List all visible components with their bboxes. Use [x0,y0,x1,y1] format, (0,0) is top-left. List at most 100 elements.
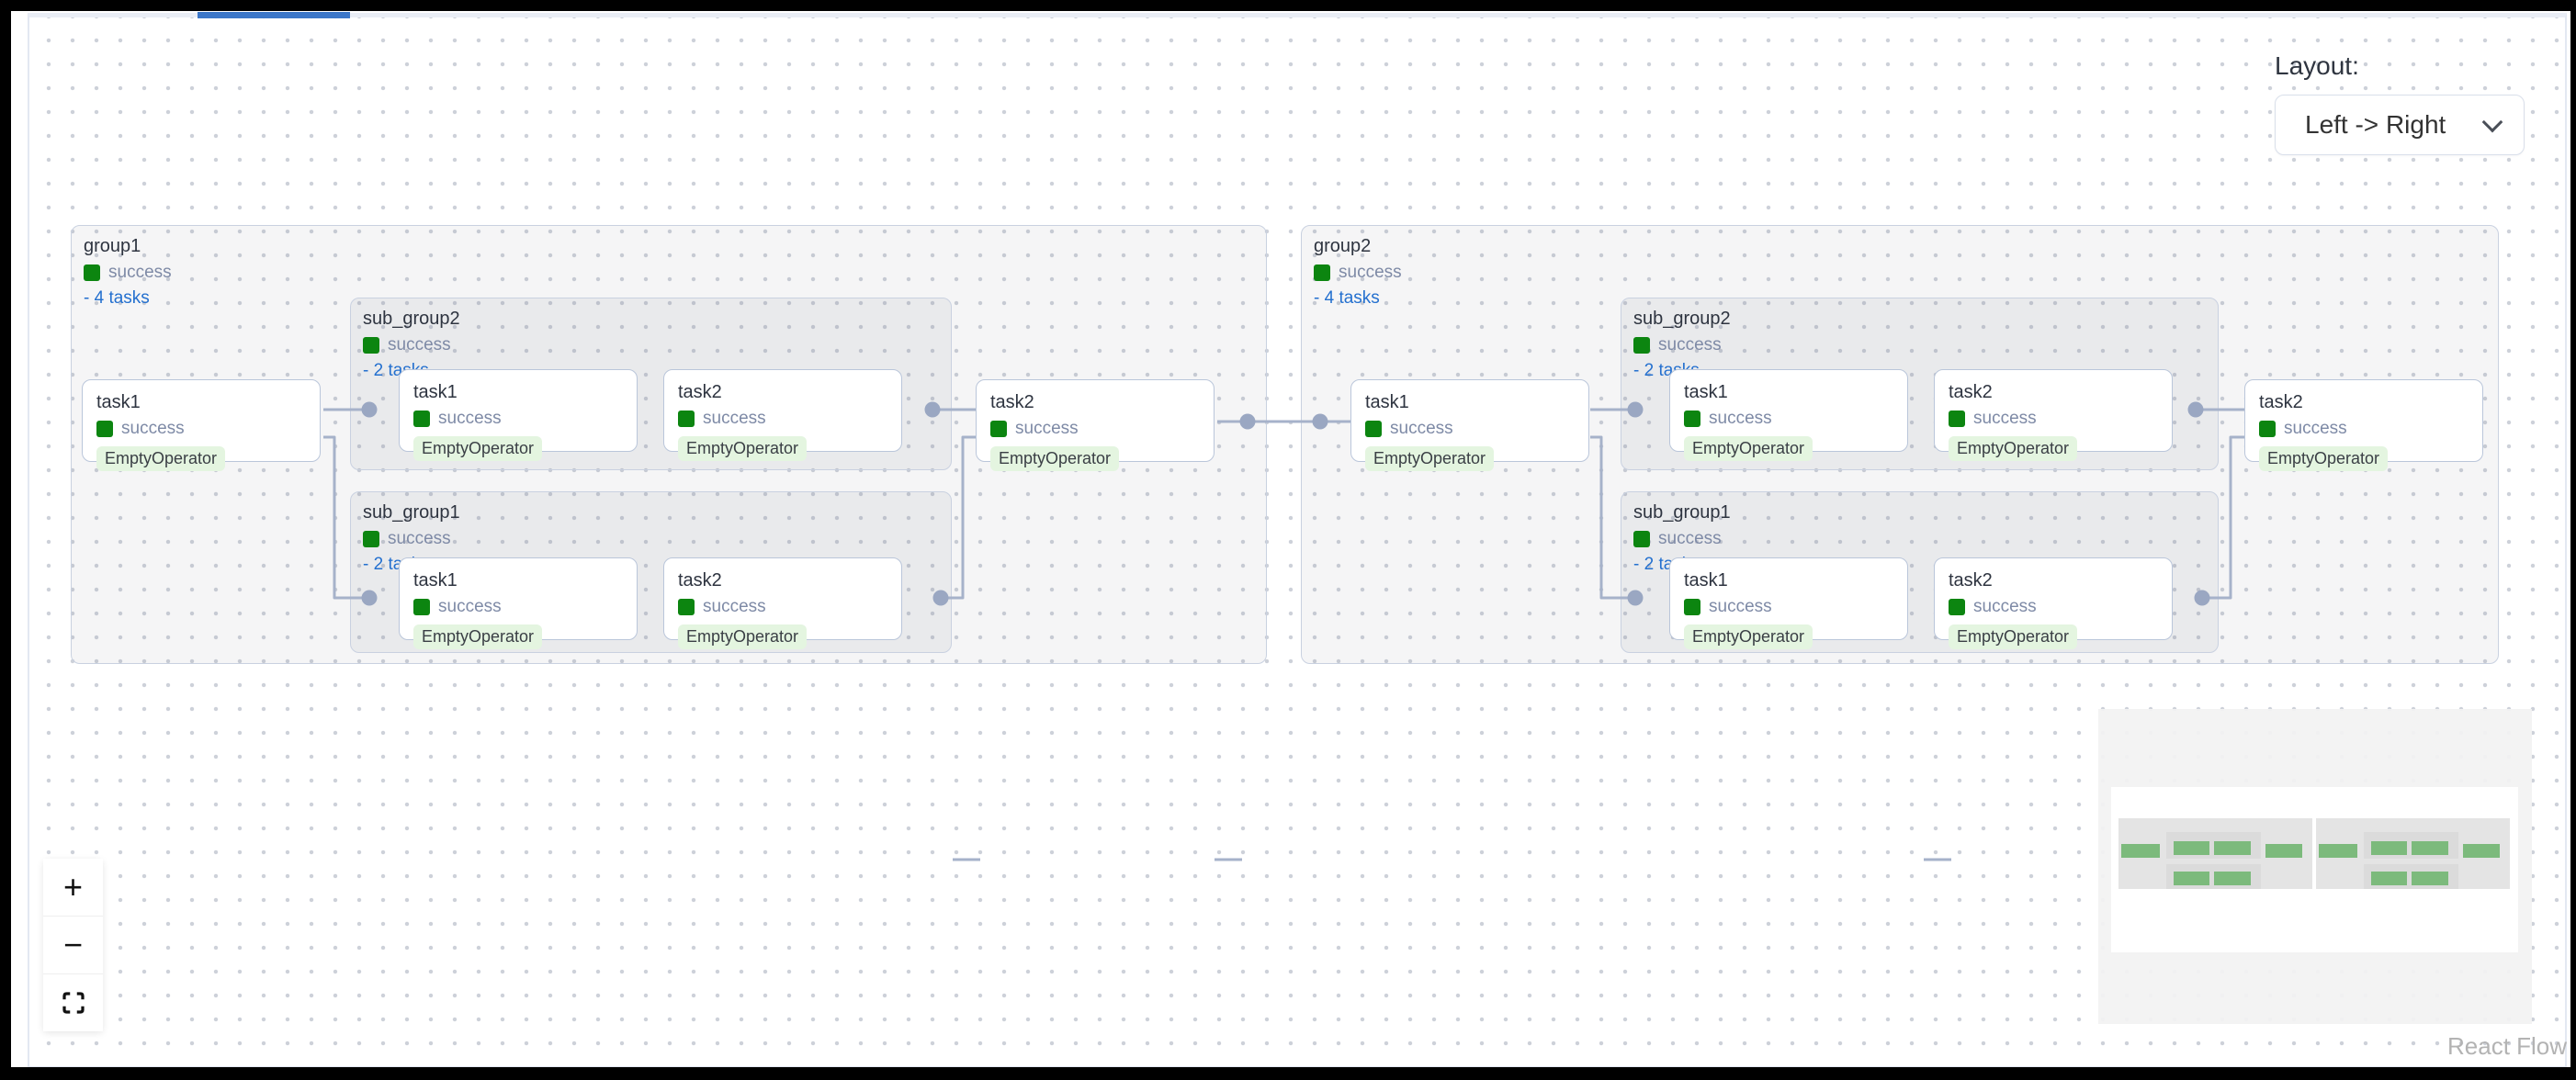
minimap-task-node [2463,844,2500,858]
layout-label: Layout: [2275,51,2359,80]
status-text: success [2284,419,2347,438]
success-status-square-icon [413,599,430,615]
success-status-square-icon [1684,599,1700,615]
operator-badge: EmptyOperator [1949,436,2078,461]
group-title: sub_group1 [1633,502,1731,523]
success-status-square-icon [990,421,1007,437]
layout-direction-select[interactable]: Left -> Right [2275,95,2525,155]
zoom-out-button[interactable]: − [43,917,103,974]
layout-panel: Layout: Left -> Right [2275,51,2525,155]
status-row: success [1684,409,1893,429]
status-text: success [1973,409,2037,428]
status-row: success [1949,597,2158,617]
task-title: task2 [1949,570,1993,591]
status-row: success [678,409,887,429]
status-text: success [1709,409,1772,428]
operator-badge: EmptyOperator [1949,624,2078,649]
success-status-square-icon [1949,599,1965,615]
status-row: success [363,529,460,549]
minimap-task-node [2214,872,2251,885]
task-title: task1 [413,382,458,402]
zoom-out-icon: − [62,926,84,963]
status-row: success [1949,409,2158,429]
success-status-square-icon [1633,531,1650,547]
minimap[interactable] [2098,709,2532,1024]
zoom-in-button[interactable]: + [43,859,103,917]
task-title: task2 [990,392,1034,412]
status-row: success [1314,263,1402,283]
screenshot-frame [0,0,11,1080]
status-row: success [678,597,887,617]
status-text: success [703,409,766,428]
operator-badge: EmptyOperator [990,446,1120,471]
reactflow-attribution: React Flow [2447,1032,2568,1060]
success-status-square-icon [2259,421,2276,437]
status-text: success [1658,335,1722,354]
minimap-task-node [2371,872,2407,885]
status-row: success [2259,419,2469,439]
status-row: success [1633,529,1731,549]
success-status-square-icon [84,264,100,281]
status-row: success [96,419,306,439]
status-text: success [438,597,502,616]
layout-selected-value: Left -> Right [2305,110,2446,139]
minimap-group-2 [2316,818,2510,889]
status-row: success [990,419,1200,439]
success-status-square-icon [363,337,379,354]
top-scrollbar-thumb[interactable] [198,12,350,18]
task-title: task1 [1365,392,1409,412]
screenshot-frame [0,1067,2576,1080]
status-text: success [1390,419,1453,438]
task-title: task1 [413,570,458,591]
success-status-square-icon [1684,411,1700,427]
status-text: success [703,597,766,616]
task-title: task2 [678,382,722,402]
fit-view-button[interactable] [43,974,103,1031]
group-title: sub_group2 [363,309,460,329]
group-collapse-link[interactable]: - 4 tasks [84,288,150,308]
operator-badge: EmptyOperator [413,436,543,461]
minimap-group-1 [2118,818,2312,889]
group-collapse-link[interactable]: - 4 tasks [1314,288,1380,308]
success-status-square-icon [678,411,695,427]
task-title: task2 [678,570,722,591]
status-row: success [413,409,623,429]
success-status-square-icon [678,599,695,615]
group-title: group1 [84,236,141,256]
minimap-task-node [2174,872,2209,885]
operator-badge: EmptyOperator [1365,446,1495,471]
status-text: success [438,409,502,428]
minimap-task-node [2214,841,2251,855]
task-title: task2 [1949,382,1993,402]
status-text: success [388,335,451,354]
success-status-square-icon [1633,337,1650,354]
task-title: task1 [1684,382,1728,402]
fit-view-icon [62,992,85,1014]
group-title: sub_group1 [363,502,460,523]
status-row: success [84,263,172,283]
task-title: task1 [1684,570,1728,591]
success-status-square-icon [1365,421,1382,437]
screenshot-frame [2570,0,2576,1080]
minimap-task-node [2174,841,2209,855]
status-text: success [121,419,185,438]
operator-badge: EmptyOperator [413,624,543,649]
status-text: success [1339,263,1402,282]
status-row: success [1633,335,1731,355]
screenshot-frame [0,0,2576,11]
success-status-square-icon [413,411,430,427]
